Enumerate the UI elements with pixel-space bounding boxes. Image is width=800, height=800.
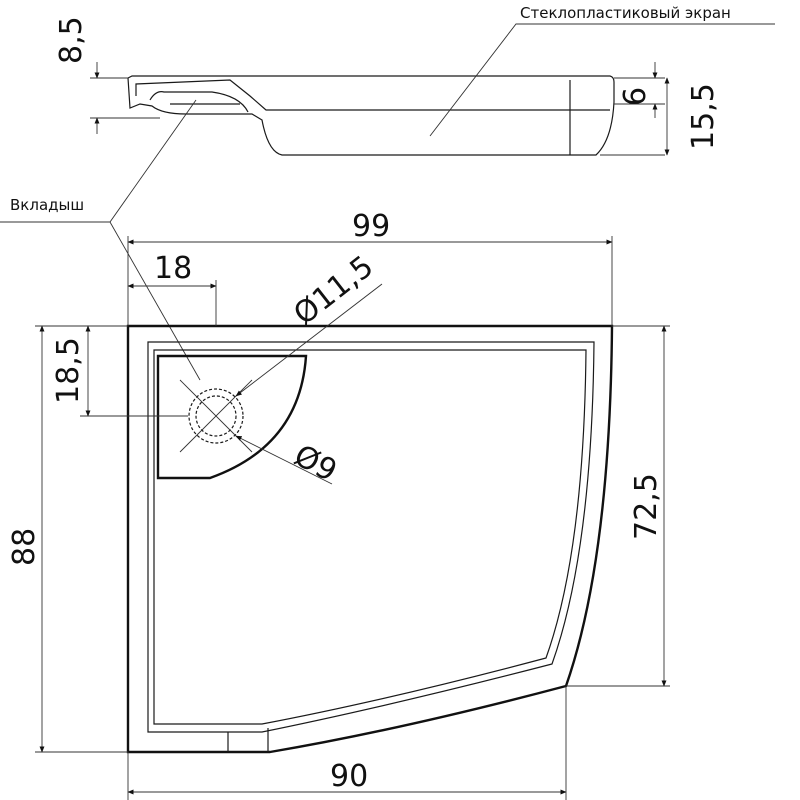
side-view-outline (127, 75, 615, 156)
dim-diameter-outer: Ø11,5 (287, 249, 380, 332)
insert-shelf (156, 354, 308, 480)
dim-depth-right: 72,5 (629, 473, 664, 540)
dim-width-top: 99 (352, 209, 390, 244)
leader-insert-plan (109, 221, 201, 381)
plan-view: Ø11,5 Ø9 99 18 18,5 88 72,5 90 (7, 209, 670, 800)
dim-drain-offset-y: 18,5 (51, 337, 86, 404)
label-insert: Вкладыш (10, 196, 84, 214)
insert-leader: Вкладыш (0, 99, 201, 381)
dim-width-bottom: 90 (330, 759, 368, 794)
side-view-insert-shape (149, 91, 249, 113)
dim-side-rim: 6 (618, 87, 653, 106)
tray-inner-rim-outer (147, 341, 595, 733)
side-view: 8,5 6 15,5 Стеклопластиковый экран (54, 4, 775, 156)
dim-side-height: 8,5 (54, 16, 89, 64)
drain-outer-circle (188, 388, 244, 444)
side-view-rim (135, 79, 610, 111)
leader-fiberglass-screen (429, 23, 775, 137)
dim-drain-offset-x: 18 (154, 251, 192, 286)
tray-inner-rim-inner (153, 349, 587, 725)
leader-diameter-inner (235, 435, 333, 485)
leader-diameter-outer (235, 283, 383, 397)
tray-outer-outline (126, 324, 614, 754)
dim-side-total: 15,5 (686, 83, 721, 150)
drain-inner-circle (195, 395, 237, 437)
dim-depth-total: 88 (7, 528, 42, 566)
dim-diameter-inner: Ø9 (288, 438, 342, 489)
label-fiberglass-screen: Стеклопластиковый экран (520, 4, 731, 22)
